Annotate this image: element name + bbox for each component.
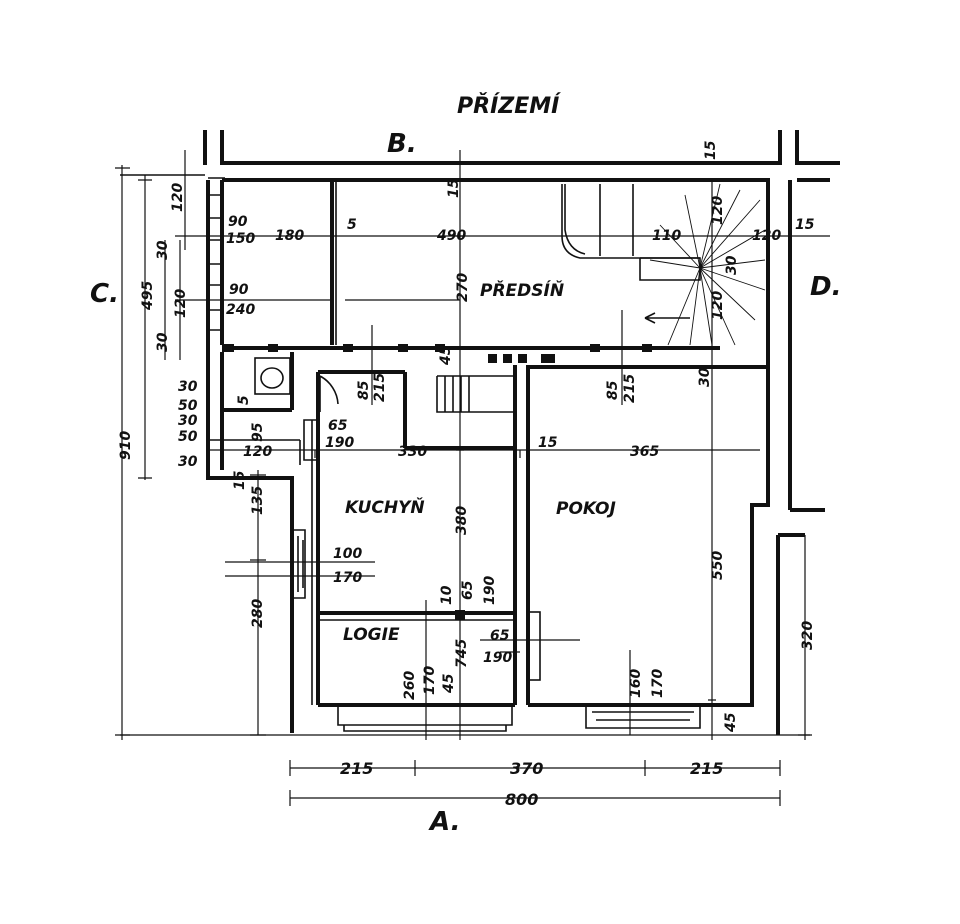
dim-380: 380 bbox=[454, 506, 470, 535]
plan-title: PŘÍZEMÍ bbox=[457, 93, 561, 119]
dim-240: 240 bbox=[226, 302, 255, 318]
dim-30-right: 30 bbox=[697, 367, 713, 387]
dim-left-30b: 30 bbox=[155, 332, 171, 352]
dim-170c: 170 bbox=[650, 669, 666, 698]
dim-wc-30b: 30 bbox=[178, 413, 198, 429]
dim-120-wc: 120 bbox=[243, 444, 272, 460]
dim-left-280: 280 bbox=[250, 599, 266, 628]
dim-120-stair-low: 120 bbox=[710, 291, 726, 320]
dim-90a: 90 bbox=[228, 214, 248, 230]
dim-wc-50b: 50 bbox=[178, 429, 198, 445]
dim-365: 365 bbox=[630, 444, 659, 460]
dim-120-stair-top: 120 bbox=[710, 196, 726, 225]
dim-left-120-mid: 120 bbox=[173, 289, 189, 318]
dim-170a: 170 bbox=[333, 570, 362, 586]
dim-745: 745 bbox=[454, 639, 470, 668]
dim-550: 550 bbox=[710, 551, 726, 580]
dim-bottom-215a: 215 bbox=[340, 759, 373, 778]
dim-180: 180 bbox=[275, 228, 304, 244]
dim-45-right: 45 bbox=[723, 712, 739, 733]
dim-190b: 190 bbox=[482, 576, 498, 605]
dim-270: 270 bbox=[455, 273, 471, 302]
dim-left-135: 135 bbox=[250, 486, 266, 515]
dim-left-910: 910 bbox=[118, 431, 134, 460]
side-label-b: B. bbox=[387, 129, 417, 159]
dim-110: 110 bbox=[652, 228, 681, 244]
room-label-pokoj: POKOJ bbox=[556, 499, 616, 519]
dim-bottom-215b: 215 bbox=[690, 759, 723, 778]
door-swings bbox=[303, 375, 541, 681]
dim-d15: 15 bbox=[795, 217, 815, 233]
dim-15-mid: 15 bbox=[538, 435, 558, 451]
dim-wc-30a: 30 bbox=[178, 379, 198, 395]
dim-150: 150 bbox=[226, 231, 255, 247]
dim-10: 10 bbox=[439, 585, 455, 605]
dim-left-30a: 30 bbox=[155, 240, 171, 260]
dim-260: 260 bbox=[402, 671, 418, 700]
dim-65b: 65 bbox=[460, 580, 476, 600]
toilet-icon bbox=[254, 357, 291, 395]
dim-5a: 5 bbox=[347, 217, 357, 233]
dim-120-stair-mid: 120 bbox=[752, 228, 781, 244]
dim-bottom-800: 800 bbox=[505, 790, 538, 809]
outer-walls bbox=[206, 177, 770, 733]
dim-bottom-370: 370 bbox=[510, 759, 543, 778]
dim-left-495: 495 bbox=[140, 281, 156, 311]
dim-45-logie: 45 bbox=[441, 673, 457, 694]
dimension-lines bbox=[115, 150, 830, 806]
dim-right-320: 320 bbox=[800, 621, 816, 650]
dim-65c: 65 bbox=[490, 628, 510, 644]
dim-left-15: 15 bbox=[232, 470, 248, 490]
surroundings bbox=[120, 130, 840, 735]
dim-215b: 215 bbox=[622, 374, 638, 403]
dim-wc-30c: 30 bbox=[178, 454, 198, 470]
dim-65a: 65 bbox=[328, 418, 348, 434]
side-label-c: C. bbox=[90, 279, 119, 309]
dim-85a: 85 bbox=[356, 380, 372, 400]
dim-90b: 90 bbox=[229, 282, 249, 298]
dim-wc-95: 95 bbox=[250, 422, 266, 442]
staircase bbox=[292, 183, 766, 732]
room-label-logie: LOGIE bbox=[343, 625, 400, 645]
dim-100: 100 bbox=[333, 546, 362, 562]
dim-45-top: 45 bbox=[438, 345, 454, 366]
dim-215a: 215 bbox=[372, 373, 388, 402]
dim-85b: 85 bbox=[605, 380, 621, 400]
dim-160: 160 bbox=[628, 669, 644, 698]
dim-190c: 190 bbox=[483, 650, 512, 666]
dim-top-15-right: 15 bbox=[703, 140, 719, 160]
interior-walls bbox=[210, 180, 768, 705]
room-label-predsin: PŘEDSÍŇ bbox=[480, 279, 564, 301]
dim-170b: 170 bbox=[422, 666, 438, 695]
dim-left-120-top: 120 bbox=[170, 183, 186, 212]
dim-wc-5: 5 bbox=[236, 395, 252, 405]
side-label-a: A. bbox=[428, 807, 460, 837]
dim-top-15-mid: 15 bbox=[446, 178, 462, 198]
dim-30-stair: 30 bbox=[724, 255, 740, 275]
dim-490: 490 bbox=[436, 228, 466, 244]
side-label-d: D. bbox=[810, 272, 841, 302]
dim-wc-50a: 50 bbox=[178, 398, 198, 414]
dim-190a: 190 bbox=[325, 435, 354, 451]
dim-330: 330 bbox=[398, 444, 427, 460]
room-label-kuchyn: KUCHYŇ bbox=[345, 496, 425, 518]
